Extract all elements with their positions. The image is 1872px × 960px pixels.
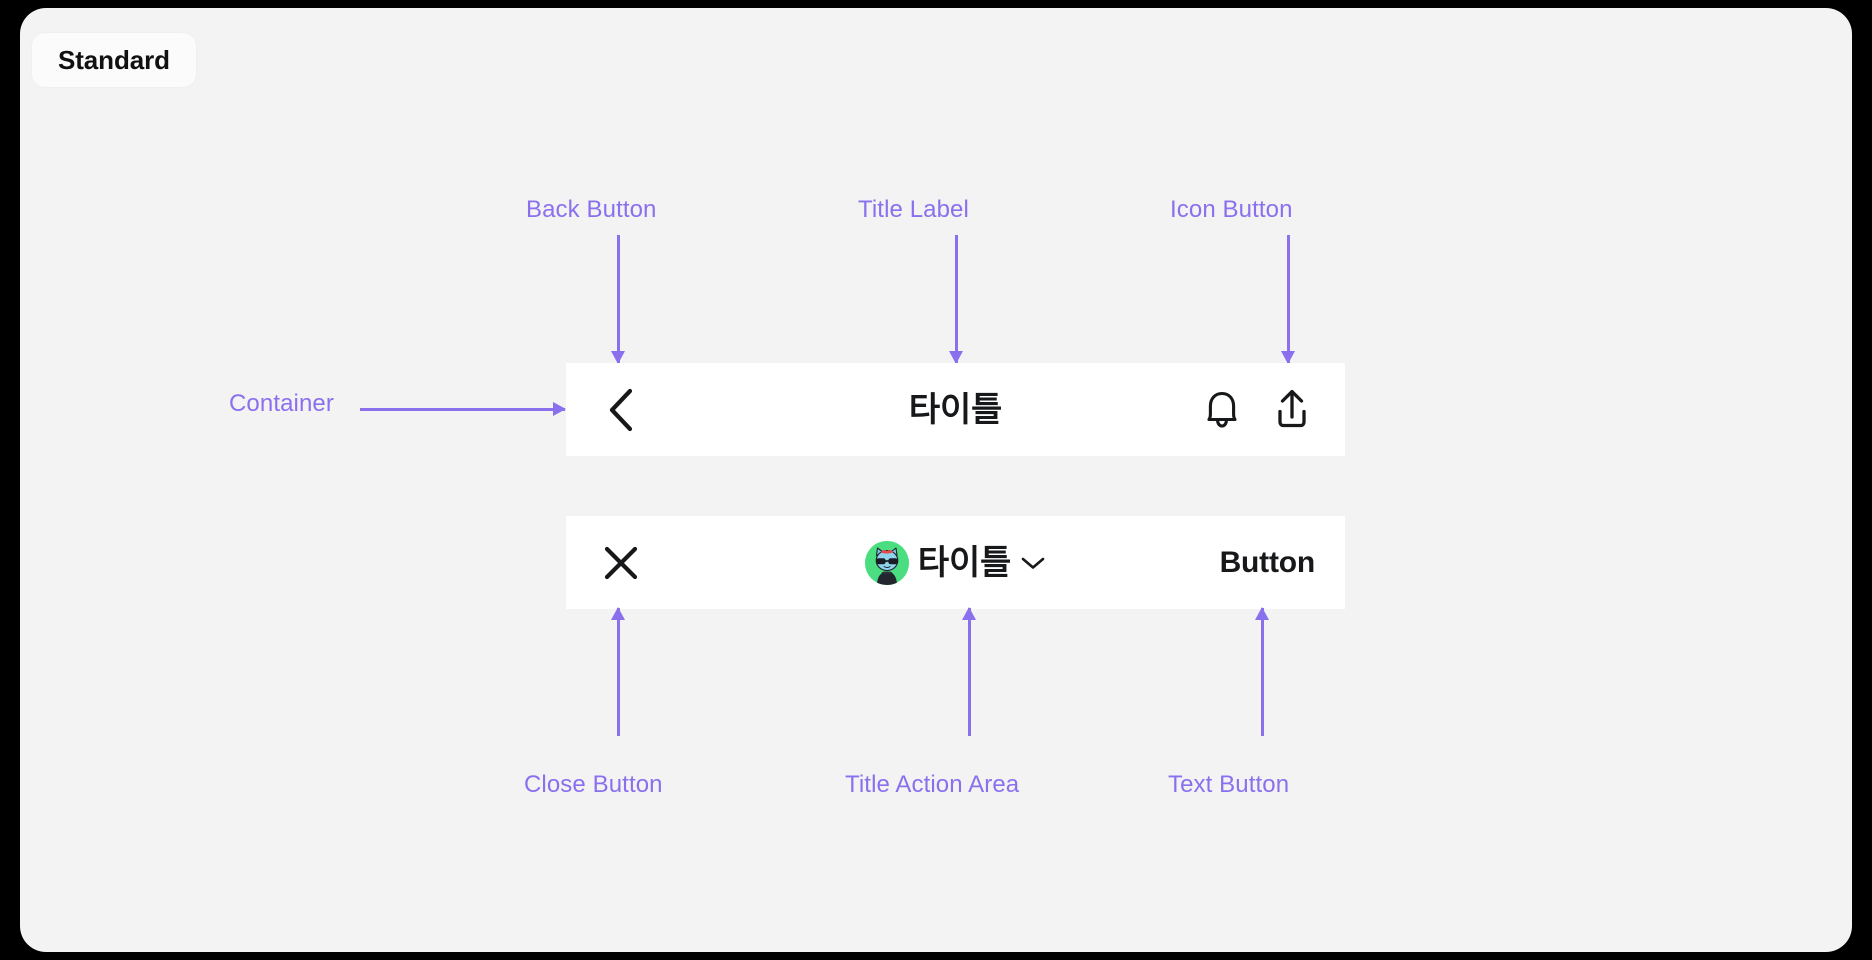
arrow-shaft [617, 235, 620, 363]
chevron-left-icon [609, 388, 633, 431]
annotation-arrow-icon-button [1280, 235, 1296, 364]
arrow-head-up-icon [962, 607, 976, 620]
design-canvas: Standard Back Button Title Label Icon Bu… [20, 8, 1852, 952]
toolbar-center-slot: 타이틀 [566, 363, 1345, 456]
annotation-arrow-container [360, 401, 566, 417]
annotation-label-close-button: Close Button [524, 771, 663, 798]
modal-toolbar-leading-slot [566, 516, 676, 609]
share-button[interactable] [1261, 379, 1323, 441]
title-action-area[interactable]: 타이틀 [864, 540, 1046, 585]
arrow-head-down-icon [1281, 351, 1295, 364]
arrow-head-up-icon [1255, 607, 1269, 620]
standard-toolbar-container: 타이틀 [566, 363, 1345, 456]
arrow-head-up-icon [611, 607, 625, 620]
arrow-head-right-icon [553, 402, 566, 416]
modal-toolbar-trailing-slot: Button [1212, 516, 1345, 609]
arrow-shaft [617, 608, 620, 736]
arrow-head-down-icon [611, 351, 625, 364]
annotation-arrow-text-button [1254, 607, 1270, 736]
annotation-arrow-title-action-area [961, 607, 977, 736]
toolbar-leading-slot [566, 363, 676, 456]
arrow-shaft [968, 608, 971, 736]
cat-avatar-icon [864, 540, 909, 585]
arrow-shaft [1261, 608, 1264, 736]
close-x-icon [604, 546, 638, 579]
annotation-label-title-action-area: Title Action Area [845, 771, 1020, 798]
text-button[interactable]: Button [1219, 545, 1316, 579]
avatar [864, 540, 909, 585]
annotation-label-icon-button: Icon Button [1170, 196, 1293, 223]
share-upload-icon [1278, 389, 1306, 427]
annotation-label-title-label: Title Label [858, 196, 969, 223]
toolbar-trailing-slot [1191, 363, 1345, 456]
arrow-head-down-icon [949, 351, 963, 364]
arrow-shaft [1287, 235, 1290, 363]
title-label: 타이틀 [908, 390, 1003, 429]
annotation-label-back-button: Back Button [526, 196, 657, 223]
modal-toolbar-container: 타이틀 Button [566, 516, 1345, 609]
arrow-shaft [955, 235, 958, 363]
back-button[interactable] [590, 379, 652, 441]
annotation-label-container: Container [229, 390, 334, 417]
bell-icon [1207, 391, 1237, 428]
annotation-arrow-back-button [610, 235, 626, 364]
close-button[interactable] [590, 532, 652, 594]
annotation-label-text-button: Text Button [1168, 771, 1290, 798]
modal-title-label: 타이틀 [917, 543, 1012, 582]
chevron-down-icon[interactable] [1020, 555, 1046, 571]
modal-toolbar-center-slot: 타이틀 [566, 516, 1345, 609]
annotation-arrow-title-label [948, 235, 964, 364]
variant-chip-standard[interactable]: Standard [32, 33, 196, 87]
notification-button[interactable] [1191, 379, 1253, 441]
arrow-shaft [360, 408, 565, 411]
annotation-arrow-close-button [610, 607, 626, 736]
